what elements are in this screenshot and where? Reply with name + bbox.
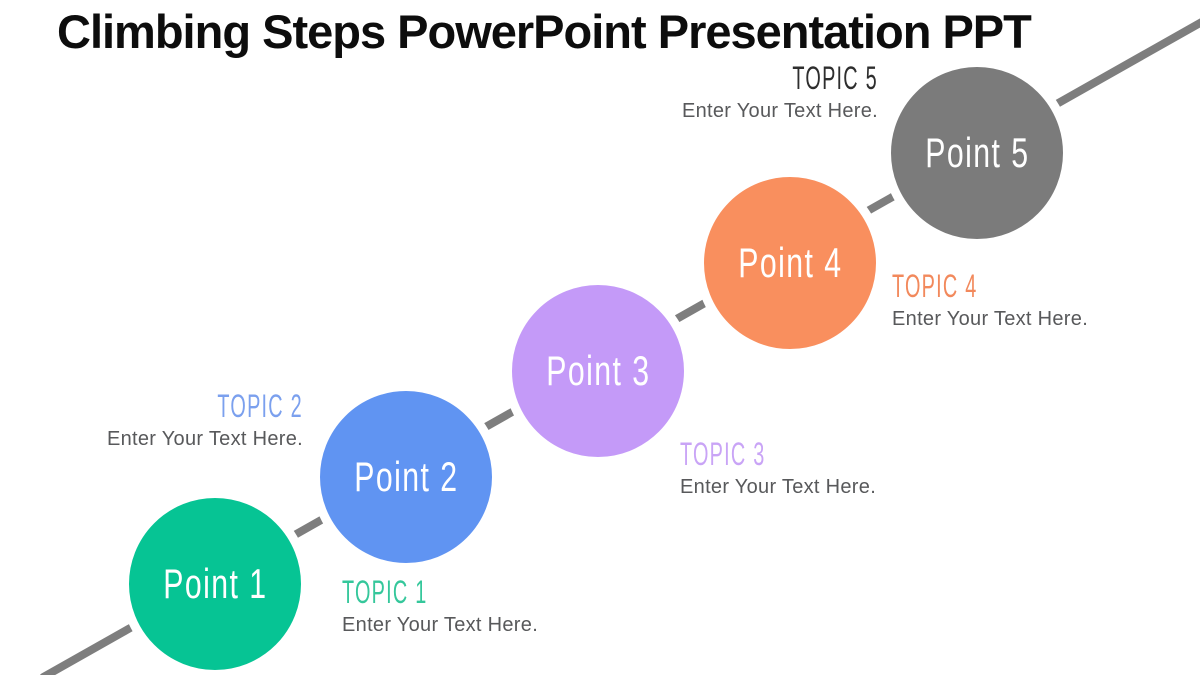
point-2-circle: Point 2 [311,382,501,572]
topic-4-title: TOPIC 4 [892,268,978,304]
topic-4-text: Enter Your Text Here. [892,308,1089,330]
topic-1-block: TOPIC 1 Enter Your Text Here. [342,576,538,637]
topic-5-block: TOPIC 5 Enter Your Text Here. [682,62,878,123]
topic-5-text: Enter Your Text Here. [681,100,878,122]
topic-1-title: TOPIC 1 [342,574,428,610]
point-3-label: Point 3 [545,347,651,394]
topic-2-block: TOPIC 2 Enter Your Text Here. [107,390,303,451]
topic-3-text: Enter Your Text Here. [680,476,877,498]
point-5-circle: Point 5 [882,58,1072,248]
point-2-label: Point 2 [353,453,459,500]
topic-2-title: TOPIC 2 [217,388,303,424]
topic-3-block: TOPIC 3 Enter Your Text Here. [680,438,876,499]
topic-4-block: TOPIC 4 Enter Your Text Here. [892,270,1088,331]
topic-3-title: TOPIC 3 [680,436,766,472]
point-5-label: Point 5 [924,129,1030,176]
slide-title: Climbing Steps PowerPoint Presentation P… [57,5,1032,58]
point-4-circle: Point 4 [695,168,885,358]
topic-1-text: Enter Your Text Here. [342,614,539,636]
point-3-circle: Point 3 [503,276,693,466]
point-1-label: Point 1 [162,560,268,607]
topic-5-title: TOPIC 5 [792,60,878,96]
point-1-circle: Point 1 [120,489,310,675]
topic-2-text: Enter Your Text Here. [106,428,303,450]
point-4-label: Point 4 [737,239,843,286]
